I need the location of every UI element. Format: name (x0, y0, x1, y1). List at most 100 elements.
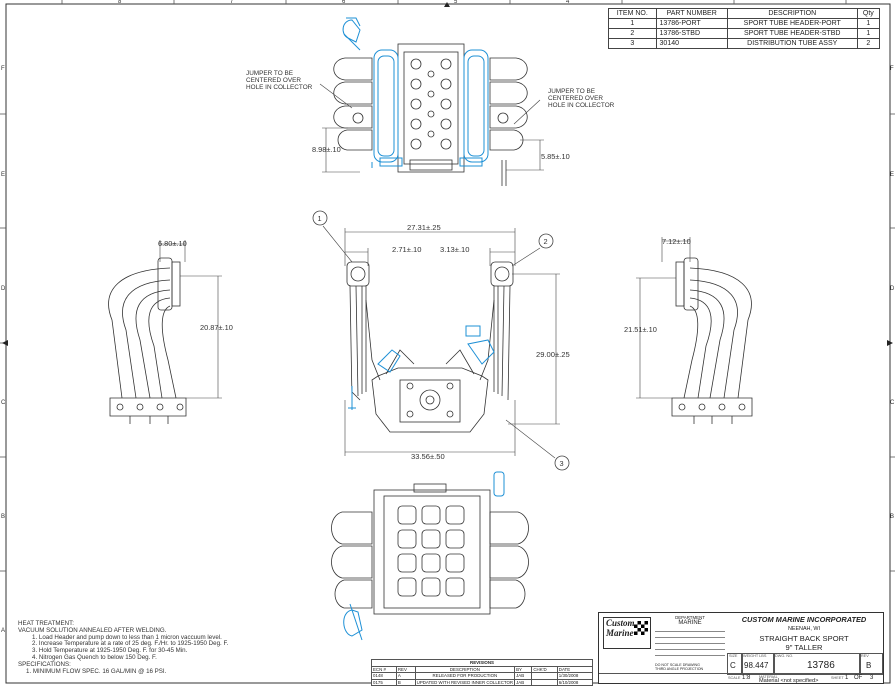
bom-row: 1 13786-PORT SPORT TUBE HEADER-PORT 1 (608, 18, 881, 29)
zone-row-e-right: E (890, 172, 894, 178)
jumper-right-line-2: CENTERED OVER (548, 95, 603, 102)
balloon-2 (538, 233, 554, 249)
zone-row-d: D (1, 286, 6, 292)
title-block-bottom-row: SCALE 1:8 MATERIAL Material <not specifi… (599, 673, 883, 684)
front-view-engine (346, 261, 514, 433)
bom-header-qty: Qty (856, 8, 881, 19)
jumper-note-right: JUMPER TO BE CENTERED OVER HOLE IN COLLE… (548, 88, 615, 109)
zone-ticks (0, 0, 895, 572)
note-line: 1. MINIMUM FLOW SPEC. 16 GAL/MIN @ 16 PS… (26, 667, 167, 675)
center-mark-left (2, 340, 8, 346)
left-side-view (108, 257, 187, 424)
zone-row-c: C (1, 400, 6, 406)
rev-value: B (866, 661, 872, 670)
rev-header-ecn: ECN # (371, 665, 397, 673)
bom-part: 30140 (655, 38, 728, 49)
size-cell (727, 653, 743, 675)
bom-item: 1 (608, 18, 657, 29)
rev-ecn: 0148 (371, 672, 397, 680)
bom-row: 3 30140 DISTRIBUTION TUBE ASSY 2 (608, 38, 881, 49)
rev-header-chkd: CHK'D (531, 665, 558, 673)
zone-row-d-right: D (890, 286, 895, 292)
right-side-view (671, 257, 753, 424)
balloon-3-label: 3 (560, 459, 564, 468)
zone-row-b: B (1, 514, 5, 520)
left-side-dim-lines (159, 240, 222, 399)
rev-desc: UPDATED WITH REVISED INNER COLLECTOR (414, 678, 516, 686)
note-line: 2. Increase Temperature at a rate of 25 … (32, 640, 229, 648)
bom-part: 13786-PORT (655, 18, 728, 29)
rev-date: 1/30/2008 (556, 672, 594, 680)
dim-left-side-height: 20.87±.10 (200, 323, 233, 332)
checkered-flag-icon (634, 621, 648, 635)
note-line: 4. Nitrogen Gas Quench to below 150 Deg.… (32, 653, 157, 661)
material-label: MATERIAL (759, 675, 778, 679)
rev-cell (859, 653, 883, 675)
rev-chkd (531, 678, 558, 686)
company-logo: Custom Marine (603, 617, 651, 649)
bom-qty: 2 (856, 38, 881, 49)
size-value: C (730, 661, 736, 670)
rev-header-date: DATE (556, 665, 594, 673)
balloon-2-label: 2 (544, 237, 548, 246)
zone-col-6: 6 (342, 0, 346, 5)
dim-height: 29.00±.25 (536, 350, 570, 359)
zone-col-7: 7 (230, 0, 234, 5)
right-side-dim-lines (636, 237, 691, 399)
dim-inner-right: 3.13±.10 (440, 245, 470, 254)
front-view-highlight (348, 325, 495, 410)
zone-row-f: F (1, 66, 5, 72)
logo-line-1: Custom (606, 618, 635, 628)
sheet-total: 3 (870, 675, 874, 681)
weight-cell (741, 653, 775, 675)
rev-date: 6/10/2008 (556, 678, 594, 686)
jumper-right-line-1: JUMPER TO BE (548, 88, 595, 95)
bom-header-part: PART NUMBER (655, 8, 728, 19)
front-view-dim-lines (322, 225, 560, 459)
top-view-engine (333, 43, 528, 186)
dim-base-width: 33.56±.50 (411, 452, 445, 461)
department: DEPARTMENT MARINE (655, 615, 725, 626)
bottom-view-engine (331, 483, 529, 615)
heat-treatment-notes: HEAT TREATMENT: VACUUM SOLUTION ANNEALED… (18, 620, 318, 675)
balloon-1 (312, 210, 328, 226)
title-block: Custom Marine DEPARTMENT MARINE CUSTOM M… (598, 612, 884, 684)
revision-row: 0148 A RELEASED FOR PRODUCTION JAB 1/30/… (371, 672, 594, 680)
note-line: VACUUM SOLUTION ANNEALED AFTER WELDING. (18, 626, 167, 634)
do-not-scale-note: DO NOT SCALE DRAWING (655, 663, 700, 667)
balloon-3 (554, 455, 570, 471)
sheet-of: OF (854, 675, 863, 681)
scale-label: SCALE (728, 676, 741, 680)
bom-desc: SPORT TUBE HEADER-PORT (726, 18, 858, 29)
center-mark-right (887, 340, 893, 346)
top-view-highlight (342, 17, 489, 168)
bottom-view-highlight (343, 471, 505, 641)
zone-row-a: A (1, 628, 5, 634)
balloons (312, 210, 570, 471)
department-label: DEPARTMENT (675, 615, 705, 620)
zone-col-5: 5 (454, 0, 458, 5)
zone-row-b-right: B (890, 514, 894, 520)
dwg-no-label: DWG. NO. (775, 654, 794, 658)
weight-label: WEIGHT LBS (743, 654, 767, 658)
note-line: SPECIFICATIONS: (18, 660, 71, 668)
jumper-note-left: JUMPER TO BE CENTERED OVER HOLE IN COLLE… (246, 70, 313, 91)
scale-value: 1:8 (742, 675, 751, 681)
bom-header-item: ITEM NO. (608, 8, 657, 19)
sheet-label: SHEET (831, 676, 844, 680)
note-line: 3. Hold Temperature at 1925-1950 Deg. F.… (32, 647, 188, 655)
size-label: SIZE (729, 654, 738, 658)
top-view-dim-lines (319, 83, 544, 173)
dim-left-side-top: 6.80±.10 (158, 239, 187, 248)
dim-inner-left: 2.71±.10 (392, 245, 422, 254)
dim-top-right: 5.85±.10 (541, 152, 570, 161)
drawing-title-line-2: 9" TALLER (785, 642, 823, 652)
dwg-no-value: 13786 (807, 660, 835, 671)
company-city: NEENAH, WI (787, 626, 821, 632)
bom-header-description: DESCRIPTION (726, 8, 858, 19)
bom-item: 2 (608, 28, 657, 39)
sheet-border (5, 3, 891, 684)
sheet-number: 1 (845, 675, 849, 681)
zone-col-4: 4 (566, 0, 570, 5)
rev-rev: B (395, 678, 416, 686)
